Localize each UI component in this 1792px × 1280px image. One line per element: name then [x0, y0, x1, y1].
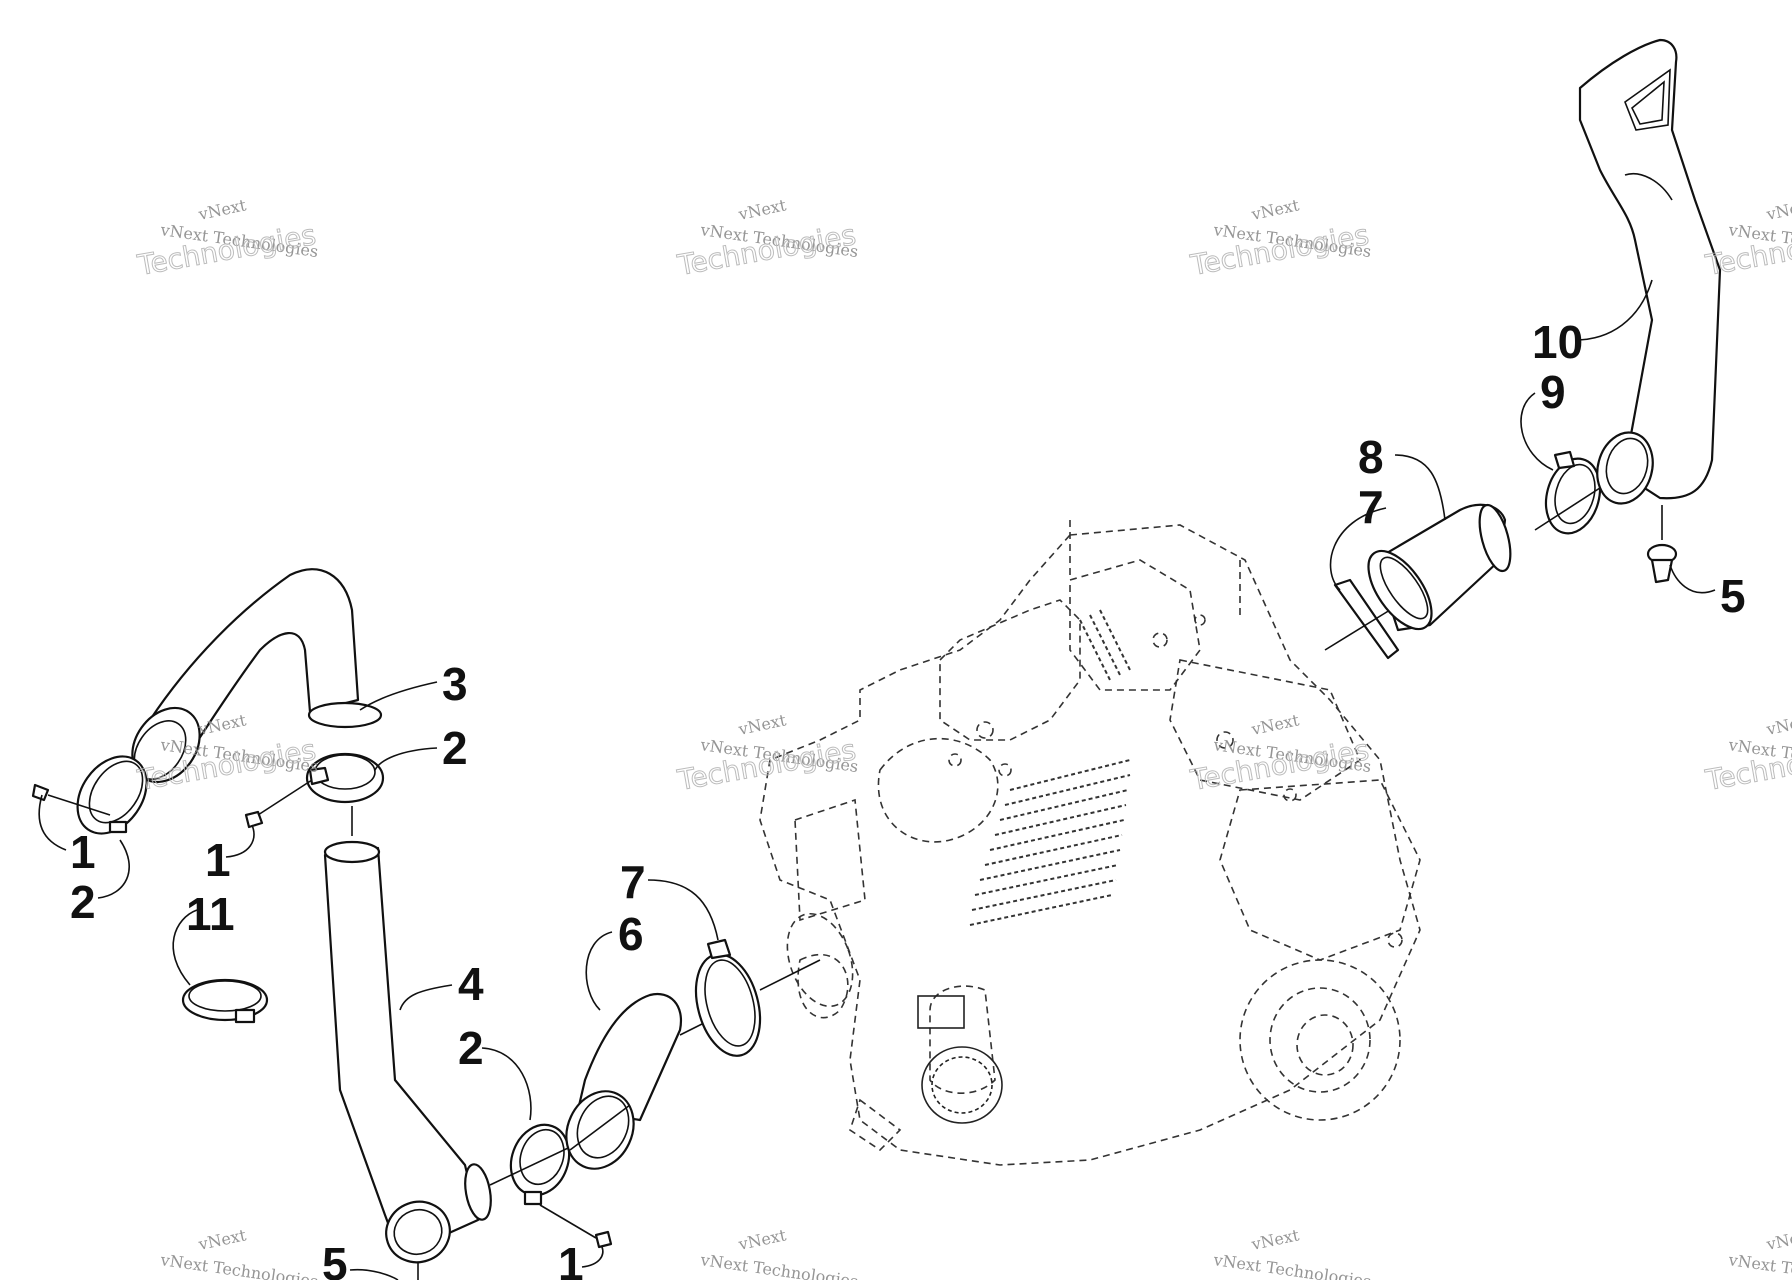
- callout-10: 10: [1532, 316, 1583, 368]
- callout-7-right: 7: [1358, 481, 1384, 533]
- part-8-boot: [1367, 503, 1512, 632]
- part-5-plug-right: [1646, 543, 1678, 584]
- callout-2-left: 2: [70, 876, 96, 928]
- callout-8: 8: [1358, 431, 1384, 483]
- callout-1-left: 1: [70, 826, 96, 878]
- engine-outline: [759, 520, 1421, 1166]
- svg-text:vNext Technologies: vNext Technologies: [698, 1250, 859, 1280]
- part-2-clamp-left: [76, 755, 148, 835]
- svg-text:vNext Technologies: vNext Technologies: [1211, 1250, 1372, 1280]
- callout-9: 9: [1540, 366, 1566, 418]
- callout-6: 6: [618, 908, 644, 960]
- watermark: vNext vNext Technologies Technologies: [134, 195, 319, 282]
- svg-text:vNext Technologies: vNext Technologies: [1726, 1250, 1792, 1280]
- svg-text:vNext: vNext: [1249, 1225, 1301, 1254]
- part-2-clamp-center: [305, 752, 385, 804]
- part-7-clamp-middle: [694, 938, 821, 1057]
- part-1-screw-bottom: [539, 1204, 613, 1249]
- part-7-gasket-right: [1324, 578, 1400, 660]
- svg-text:vNext Technologies: vNext Technologies: [158, 1250, 319, 1280]
- watermark: vNext vNext Technologies Technologies: [1187, 710, 1372, 797]
- watermark: vNext vNext Technologies Technologies: [1702, 710, 1792, 797]
- callout-11: 11: [186, 888, 235, 940]
- callout-3: 3: [442, 658, 468, 710]
- watermark: vNext vNext Technologies Technologies: [1702, 195, 1792, 282]
- svg-text:vNext: vNext: [736, 710, 788, 739]
- svg-text:vNext: vNext: [1764, 1225, 1792, 1254]
- part-1-screw-center: [244, 779, 313, 829]
- callout-1-bottom: 1: [558, 1238, 584, 1280]
- svg-text:vNext: vNext: [1764, 710, 1792, 739]
- callout-5-right: 5: [1720, 570, 1746, 622]
- watermark: vNext vNext Technologies: [158, 1225, 319, 1280]
- part-1-screw-left: [31, 783, 111, 816]
- callout-5-left: 5: [322, 1238, 348, 1280]
- watermark: vNext vNext Technologies: [1726, 1225, 1792, 1280]
- callout-7-middle: 7: [620, 856, 646, 908]
- callout-4: 4: [458, 958, 484, 1010]
- part-10-intake-snorkel: [1578, 38, 1722, 540]
- part-6-elbow: [565, 992, 721, 1170]
- part-11-tie-strap: [181, 978, 269, 1024]
- callout-1-center: 1: [205, 834, 231, 886]
- svg-text:vNext: vNext: [196, 1225, 248, 1254]
- watermark: vNext vNext Technologies: [1211, 1225, 1372, 1280]
- part-4-long-pipe: [323, 806, 492, 1264]
- watermark: vNext vNext Technologies: [698, 1225, 859, 1280]
- watermark: vNext vNext Technologies Technologies: [674, 195, 859, 282]
- cylinder-fins: [969, 609, 1131, 926]
- callout-2-bottom: 2: [458, 1022, 484, 1074]
- watermark: vNext vNext Technologies Technologies: [1187, 195, 1372, 282]
- svg-text:vNext: vNext: [1249, 195, 1301, 224]
- callout-labels: 1 2 1 3 2 11 4 2 6 7 1 5 7 8 9 10 5: [70, 316, 1746, 1280]
- svg-text:vNext: vNext: [1764, 195, 1792, 224]
- leader-lines: [38, 279, 1716, 1280]
- svg-text:vNext: vNext: [736, 195, 788, 224]
- part-9-clamp: [1534, 450, 1621, 535]
- watermark: vNext vNext Technologies Technologies: [674, 710, 859, 797]
- callout-2-center: 2: [442, 722, 468, 774]
- svg-text:vNext: vNext: [196, 195, 248, 224]
- svg-text:vNext: vNext: [1249, 710, 1301, 739]
- svg-text:vNext: vNext: [736, 1225, 788, 1254]
